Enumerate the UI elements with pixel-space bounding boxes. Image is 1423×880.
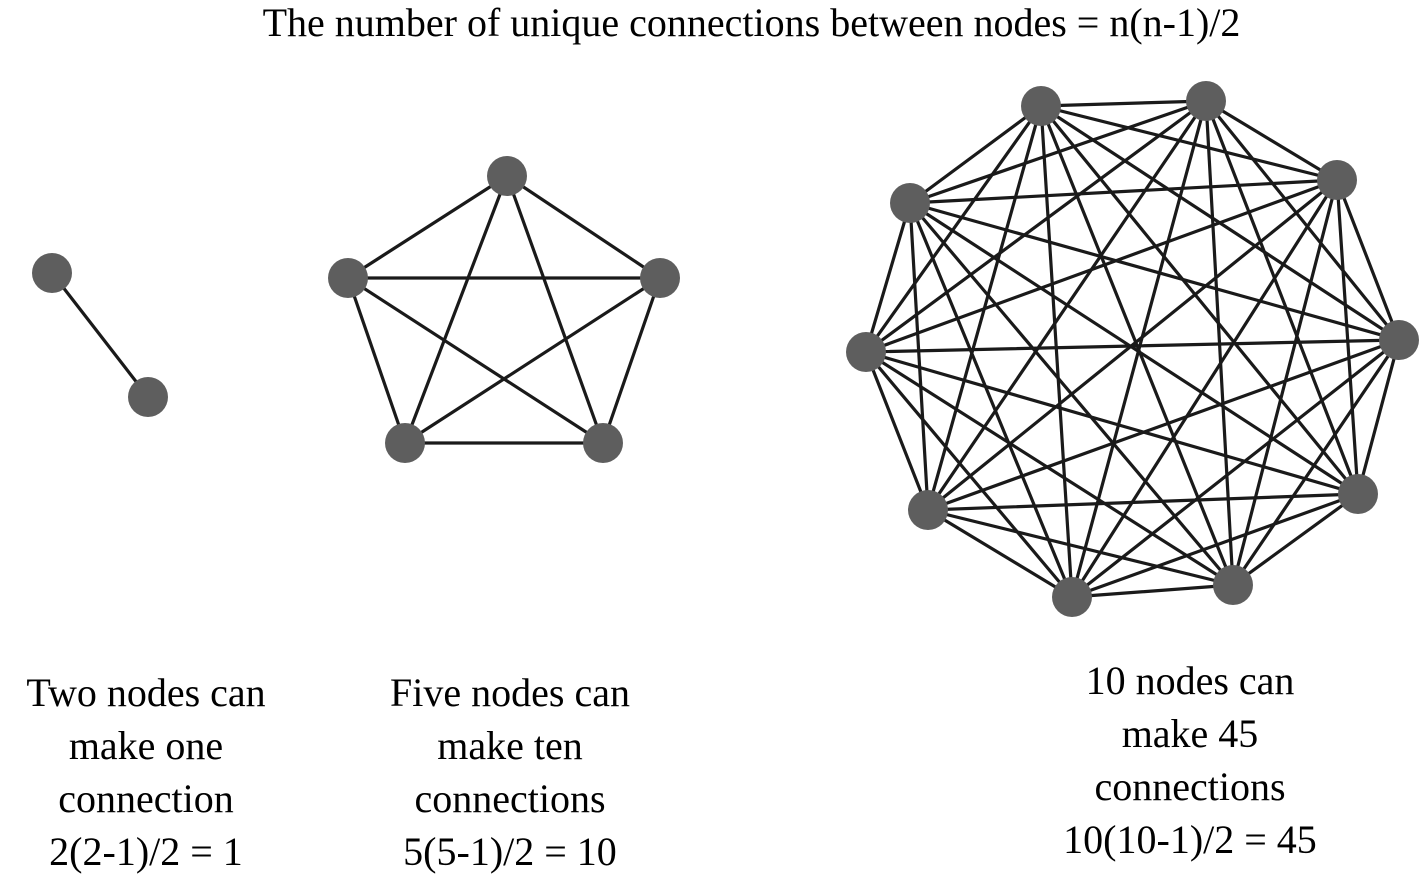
caption-two-line-2: make one	[68, 723, 224, 768]
edge-ten-3-4	[1356, 338, 1401, 496]
edge-ten-2-3	[1335, 178, 1401, 342]
node-two-0	[32, 253, 72, 293]
edge-ten-0-1	[1039, 99, 1208, 108]
edge-ten-0-2	[1039, 104, 1339, 182]
edge-ten-7-8	[864, 350, 930, 512]
edge-five-0-2	[505, 174, 605, 445]
edge-ten-8-9	[864, 201, 912, 354]
edge-ten-1-3	[1204, 99, 1401, 342]
diagram-title: The number of unique connections between…	[262, 0, 1241, 45]
graph-five-nodes	[328, 156, 680, 463]
edge-ten-1-6	[1070, 99, 1208, 599]
caption-five-line-3: connections	[414, 776, 606, 821]
edge-five-0-4	[346, 174, 509, 280]
node-ten-6	[1052, 577, 1092, 617]
edge-ten-4-6	[1070, 492, 1360, 599]
caption-two-nodes: Two nodes can make one connection 2(2-1)…	[0, 666, 292, 878]
node-ten-2	[1317, 160, 1357, 200]
graph-ten-nodes	[846, 81, 1419, 617]
node-five-4	[328, 258, 368, 298]
edge-ten-0-4	[1039, 104, 1360, 496]
edge-ten-4-9	[908, 201, 1360, 496]
edge-ten-5-8	[864, 350, 1235, 587]
node-ten-3	[1379, 320, 1419, 360]
edge-ten-1-4	[1204, 99, 1360, 496]
edge-five-2-4	[346, 276, 605, 445]
edge-two-0-1	[50, 271, 150, 399]
node-ten-8	[846, 332, 886, 372]
edge-five-0-3	[403, 174, 509, 445]
caption-two-line-3: connection	[58, 776, 234, 821]
edge-five-1-3	[403, 276, 662, 445]
node-ten-5	[1213, 565, 1253, 605]
edge-ten-5-6	[1070, 583, 1235, 599]
edge-ten-2-9	[908, 178, 1339, 205]
edge-ten-7-9	[908, 201, 930, 512]
caption-ten-line-1: 10 nodes can	[1085, 658, 1295, 703]
edge-ten-0-9	[908, 104, 1043, 205]
edge-ten-0-8	[864, 104, 1043, 354]
edge-ten-3-7	[926, 338, 1401, 512]
edge-ten-4-7	[926, 492, 1360, 512]
caption-ten-nodes: 10 nodes can make 45 connections 10(10-1…	[1030, 654, 1350, 866]
edge-ten-2-4	[1335, 178, 1360, 496]
caption-five-line-4: 5(5-1)/2 = 10	[403, 829, 617, 874]
caption-ten-line-3: connections	[1094, 764, 1286, 809]
edge-ten-4-5	[1231, 492, 1360, 587]
caption-ten-line-2: make 45	[1121, 711, 1259, 756]
caption-five-line-2: make ten	[437, 723, 583, 768]
edge-ten-5-9	[908, 201, 1235, 587]
node-ten-4	[1338, 474, 1378, 514]
node-ten-9	[890, 183, 930, 223]
node-five-1	[640, 258, 680, 298]
node-two-1	[128, 377, 168, 417]
node-ten-1	[1186, 81, 1226, 121]
edge-five-3-4	[346, 276, 407, 445]
edge-ten-6-9	[908, 201, 1074, 599]
edge-ten-0-6	[1039, 104, 1074, 599]
edge-ten-1-9	[908, 99, 1208, 205]
node-five-3	[385, 423, 425, 463]
edge-ten-3-6	[1070, 338, 1401, 599]
edge-five-1-2	[601, 276, 662, 445]
edge-ten-2-6	[1070, 178, 1339, 599]
graph-two-nodes	[32, 253, 168, 417]
edge-ten-3-5	[1231, 338, 1401, 587]
caption-two-line-1: Two nodes can	[26, 670, 266, 715]
caption-ten-line-4: 10(10-1)/2 = 45	[1063, 817, 1317, 862]
edge-ten-4-8	[864, 350, 1360, 496]
edge-ten-6-8	[864, 350, 1074, 599]
caption-five-nodes: Five nodes can make ten connections 5(5-…	[355, 666, 665, 878]
edge-ten-1-2	[1204, 99, 1339, 182]
caption-two-line-4: 2(2-1)/2 = 1	[49, 829, 243, 874]
edge-ten-1-8	[864, 99, 1208, 354]
node-ten-7	[908, 490, 948, 530]
edge-ten-5-7	[926, 508, 1235, 587]
node-five-2	[583, 423, 623, 463]
edge-ten-2-8	[864, 178, 1339, 354]
edge-five-0-1	[505, 174, 662, 280]
edge-ten-3-9	[908, 201, 1401, 342]
edge-ten-6-7	[926, 508, 1074, 599]
caption-five-line-1: Five nodes can	[390, 670, 630, 715]
node-ten-0	[1021, 86, 1061, 126]
node-five-0	[487, 156, 527, 196]
